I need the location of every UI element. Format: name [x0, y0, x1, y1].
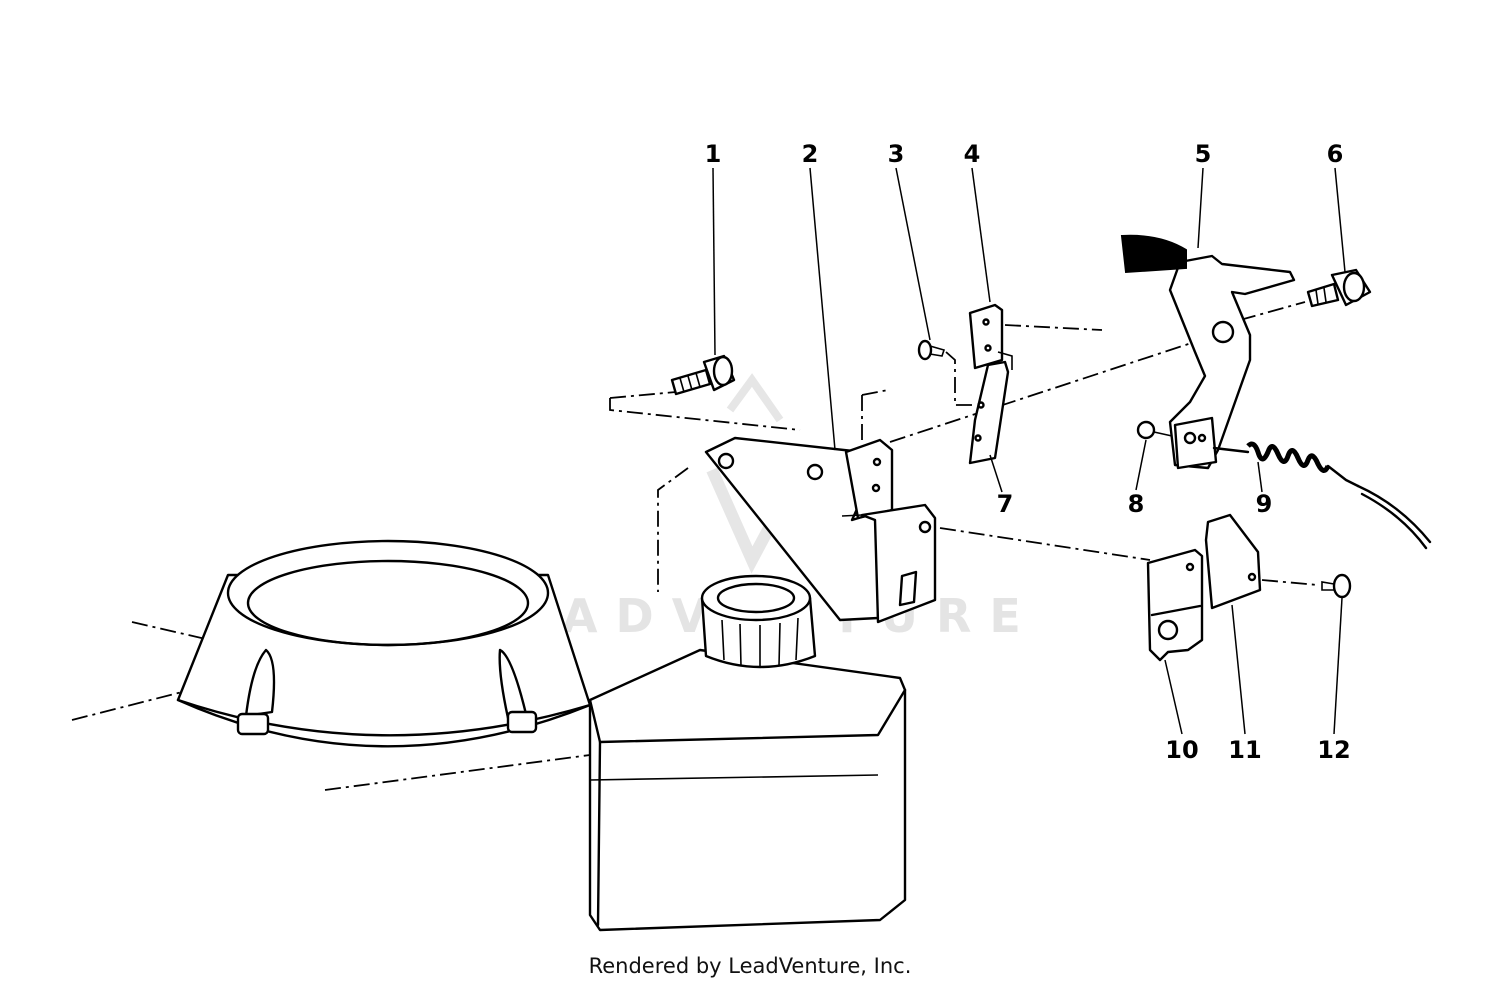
- starter-housing: [176, 539, 592, 748]
- callout-7: 7: [997, 490, 1014, 518]
- centerline-lower: [324, 754, 591, 791]
- mount-line-12: [1261, 579, 1319, 586]
- centerline-upper: [131, 621, 211, 641]
- callout-8: 8: [1128, 490, 1145, 518]
- fuel-tank: [588, 648, 907, 932]
- mount-line-10: [939, 527, 1151, 561]
- callout-10: 10: [1165, 736, 1198, 764]
- plate-part-11: [1204, 513, 1262, 610]
- screw-part-1: [670, 354, 736, 396]
- callout-4: 4: [964, 140, 981, 168]
- plate-part-4: [968, 303, 1004, 370]
- screw-part-6: [1306, 268, 1372, 308]
- callout-9: 9: [1256, 490, 1273, 518]
- ball-part-8: [1136, 420, 1173, 440]
- credit-text: Rendered by LeadVenture, Inc.: [588, 954, 912, 978]
- mount-line-1b: [609, 391, 677, 399]
- pivot-line: [889, 331, 1226, 443]
- leader-lines: [712, 167, 1346, 735]
- callout-1: 1: [705, 140, 722, 168]
- callout-2: 2: [802, 140, 819, 168]
- lever-part-5: [1120, 234, 1296, 470]
- mount-line-3: [861, 389, 889, 396]
- callout-6: 6: [1327, 140, 1344, 168]
- screw-part-3: [917, 339, 946, 361]
- callout-labels: 1 2 3 4 5 6 7 8 9 10 11 12: [705, 140, 1351, 764]
- mount-line-4: [1004, 324, 1103, 331]
- bracket-part-10: [1146, 548, 1204, 662]
- link-part-7: [968, 351, 1013, 465]
- fuel-cap: [700, 574, 817, 669]
- spring-cable-part-9: [1212, 441, 1432, 550]
- callout-5: 5: [1195, 140, 1212, 168]
- centerline-left: [71, 689, 191, 721]
- mount-line-2: [657, 467, 689, 592]
- callout-3: 3: [888, 140, 905, 168]
- callout-12: 12: [1317, 736, 1350, 764]
- screw-part-12: [1321, 573, 1352, 599]
- mount-line-screw-3: [945, 351, 975, 406]
- pivot-line-6: [1239, 301, 1306, 321]
- mount-line-1: [609, 398, 801, 431]
- callout-11: 11: [1228, 736, 1261, 764]
- bracket-part-2: [704, 436, 937, 624]
